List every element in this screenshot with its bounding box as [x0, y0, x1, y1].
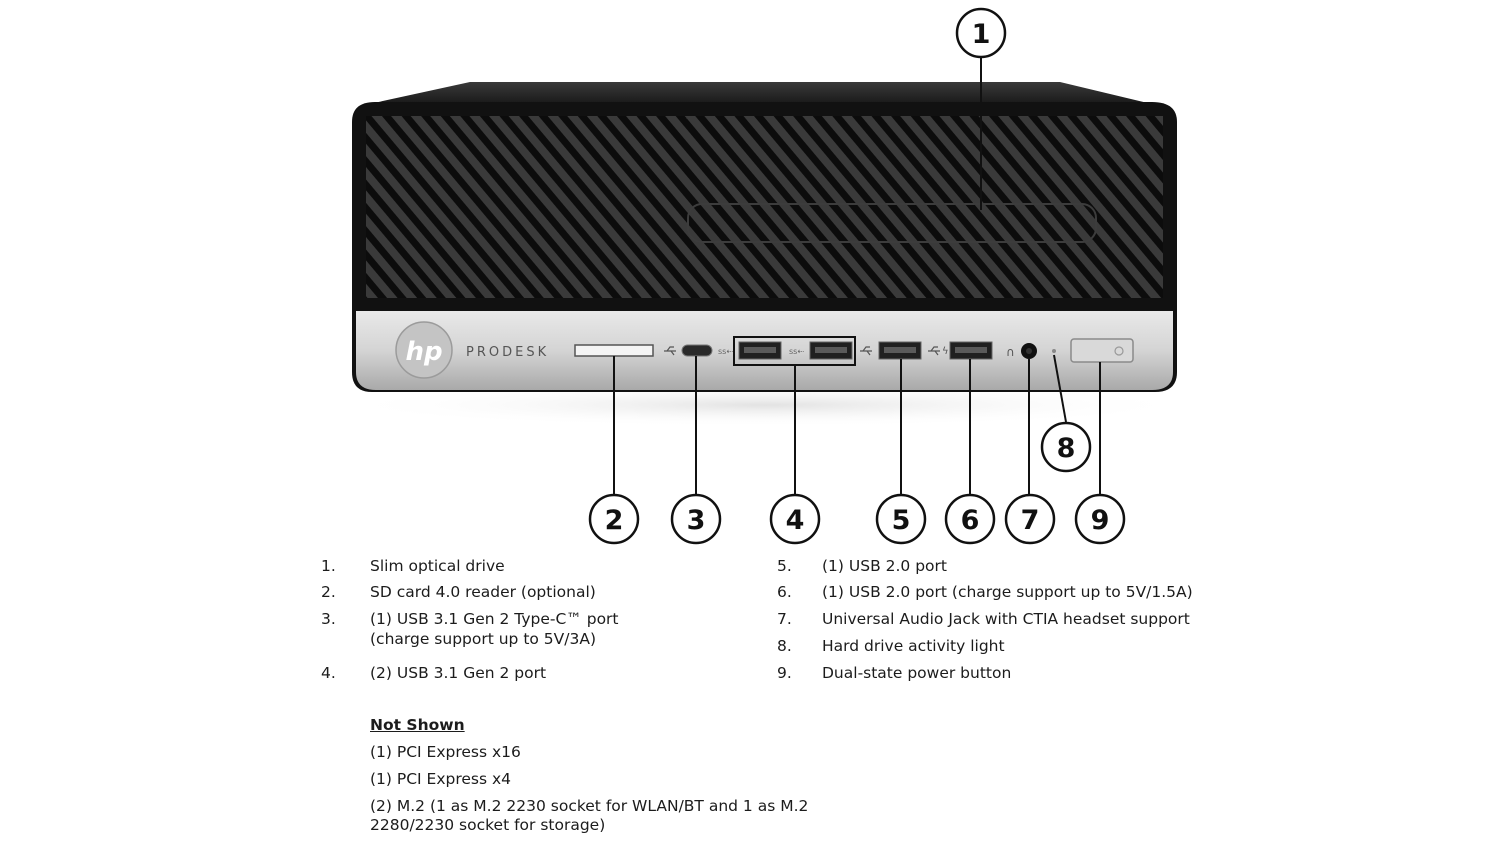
not-shown-item: (1) PCI Express x4: [370, 770, 512, 788]
legend-num: 6.: [777, 583, 792, 601]
legend-text: (1) USB 3.1 Gen 2 Type-C™ port: [370, 610, 619, 628]
legend-num: 1.: [321, 557, 336, 575]
callout-4-circle: [769, 493, 821, 545]
brand-model-text: PRODESK: [466, 345, 549, 360]
not-shown-item: (1) PCI Express x16: [370, 743, 521, 761]
charge-bolt-icon: ϟ: [942, 346, 949, 357]
callout-leaders: [613, 58, 1101, 494]
not-shown-item: (2) M.2 (1 as M.2 2230 socket for WLAN/B…: [370, 797, 809, 815]
legend-num: 3.: [321, 610, 336, 628]
usb-symbol-icon: [664, 346, 940, 356]
not-shown-title: Not Shown: [370, 716, 465, 734]
callout-3-label: 3: [687, 505, 706, 536]
legend-text: (2) USB 3.1 Gen 2 port: [370, 664, 547, 682]
front-grille: [366, 116, 1163, 298]
legend-text: (1) USB 2.0 port: [822, 557, 947, 575]
callout-circles: [588, 7, 1126, 545]
legend-right: 5. (1) USB 2.0 port 6. (1) USB 2.0 port …: [777, 556, 1197, 686]
callout-1-label: 1: [972, 19, 991, 50]
callout-7-label: 7: [1021, 505, 1040, 536]
usb-ss-icon: ss⇠: [789, 347, 804, 356]
callout-8-circle: [1040, 421, 1092, 473]
callout-6-circle: [944, 493, 996, 545]
callout-1-circle: [955, 7, 1007, 59]
callout-6-label: 6: [961, 505, 980, 536]
legend-num: 5.: [777, 557, 792, 575]
callout-8-label: 8: [1057, 433, 1076, 464]
legend-text: SD card 4.0 reader (optional): [370, 583, 596, 601]
callout-9-label: 9: [1091, 505, 1110, 536]
legend-text: Dual-state power button: [822, 664, 1012, 682]
hdd-activity-light: [1052, 349, 1056, 353]
legend-text: Slim optical drive: [370, 557, 505, 575]
callout-5-label: 5: [892, 505, 911, 536]
not-shown-item-line2: 2280/2230 socket for storage): [370, 816, 606, 834]
callout-7-circle: [1004, 493, 1056, 545]
legend-num: 8.: [777, 637, 792, 655]
optical-drive-slot: [687, 203, 1097, 243]
hp-logo-icon: [395, 321, 453, 379]
legend-num: 2.: [321, 583, 336, 601]
legend-num: 4.: [321, 664, 336, 682]
hp-logo-text: hp: [405, 337, 442, 367]
legend-text: Universal Audio Jack with CTIA headset s…: [822, 610, 1190, 628]
legend-left: 1. Slim optical drive 2. SD card 4.0 rea…: [321, 556, 741, 686]
sd-card-slot: [574, 344, 654, 357]
callout-5-circle: [875, 493, 927, 545]
legend-text: (1) USB 2.0 port (charge support up to 5…: [822, 583, 1193, 601]
usb-ss-icon: ss⇠: [718, 347, 733, 356]
power-button: [1070, 338, 1134, 363]
usb-c-port: [681, 344, 713, 357]
chassis-top: [360, 82, 1160, 106]
floor-shadow: [335, 383, 1195, 427]
callout-2-circle: [588, 493, 640, 545]
legend-text-line2: (charge support up to 5V/3A): [370, 630, 597, 648]
power-icon: [1114, 346, 1124, 356]
callout-4-label: 4: [786, 505, 805, 536]
callout-3-circle: [670, 493, 722, 545]
callout-9-circle: [1074, 493, 1126, 545]
legend-num: 7.: [777, 610, 792, 628]
callout-2-label: 2: [605, 505, 624, 536]
legend-num: 9.: [777, 664, 792, 682]
not-shown-section: Not Shown (1) PCI Express x16 (1) PCI Ex…: [370, 715, 808, 840]
headset-icon: ∩: [1006, 345, 1015, 359]
legend-text: Hard drive activity light: [822, 637, 1005, 655]
